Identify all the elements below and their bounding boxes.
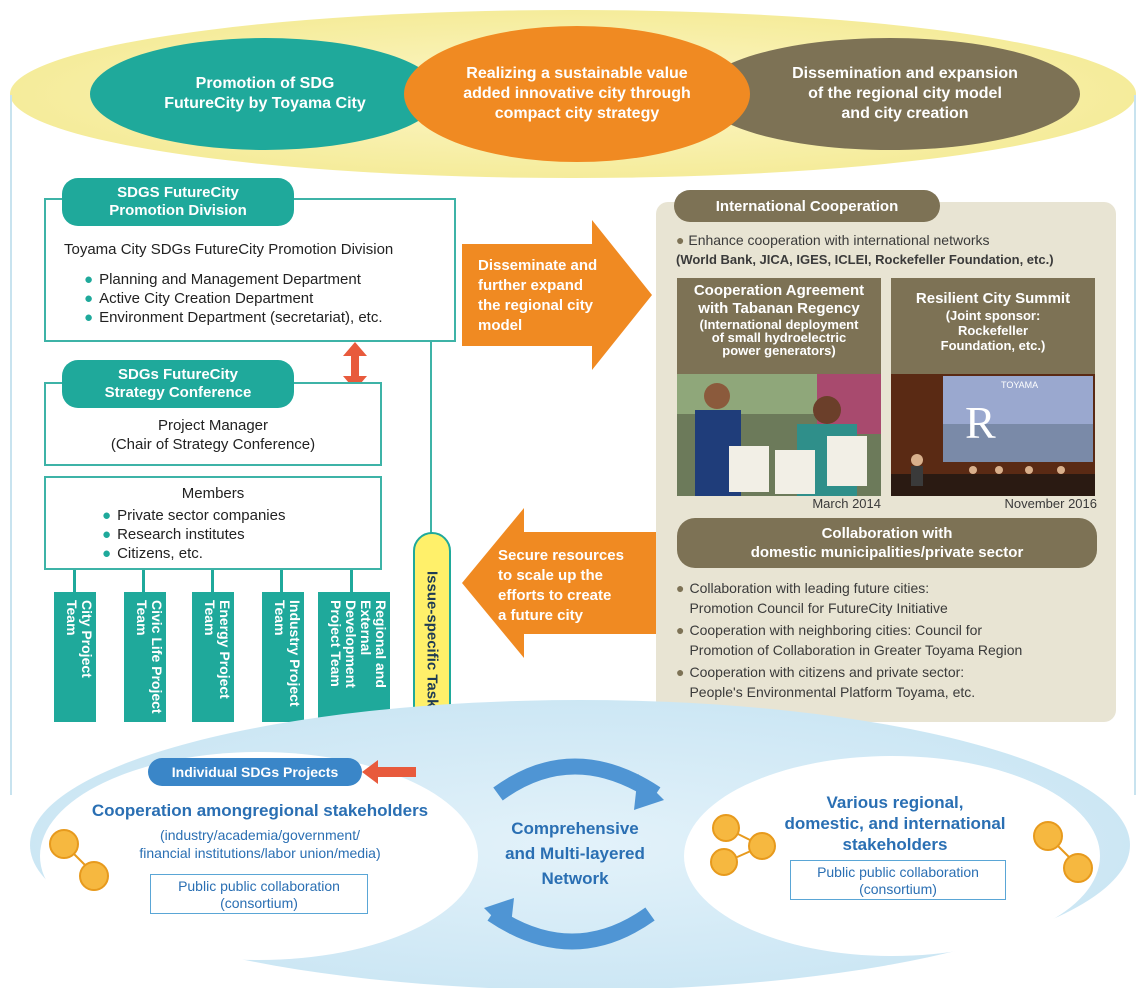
division-item: ●Environment Department (secretariat), e… bbox=[84, 309, 383, 326]
international-sub: (World Bank, JICA, IGES, ICLEI, Rockefel… bbox=[676, 252, 1054, 267]
domestic-header: Collaboration with domestic municipaliti… bbox=[677, 518, 1097, 568]
division-item: ●Active City Creation Department bbox=[84, 290, 314, 307]
conference-box: Project Manager (Chair of Strategy Confe… bbox=[44, 382, 382, 466]
frame-right-line bbox=[1134, 95, 1136, 795]
division-list: ●Planning and Management Department ●Act… bbox=[84, 270, 454, 327]
card-resilient-date: November 2016 bbox=[1004, 496, 1098, 511]
card-tabanan-title: Cooperation Agreement with Tabanan Regen… bbox=[693, 282, 865, 317]
right-consortium-box: Public public collaboration (consortium) bbox=[790, 860, 1006, 900]
card-resilient: Resilient City Summit (Joint sponsor: Ro… bbox=[891, 278, 1095, 374]
photo-banner-text: TOYAMA bbox=[1001, 380, 1038, 390]
card-resilient-title: Resilient City Summit bbox=[915, 290, 1071, 307]
card-resilient-sub: (Joint sponsor: Rockefeller Foundation, … bbox=[940, 308, 1046, 353]
arrow-left-shape bbox=[462, 508, 656, 658]
left-stakeholder-oval bbox=[40, 752, 478, 960]
members-box: Members ●Private sector companies ●Resea… bbox=[44, 476, 382, 570]
team-connector bbox=[73, 570, 76, 594]
oval-dissemination: Dissemination and expansion of the regio… bbox=[700, 38, 1080, 150]
team-connector bbox=[350, 570, 353, 594]
members-item: ●Research institutes bbox=[102, 526, 245, 543]
team-connector bbox=[280, 570, 283, 594]
team-city: City Project Team bbox=[54, 592, 96, 722]
frame-left-line bbox=[10, 95, 12, 795]
members-item: ●Citizens, etc. bbox=[102, 545, 203, 562]
projects-arrow-icon bbox=[362, 760, 416, 784]
oval-promotion-label: Promotion of SDG FutureCity by Toyama Ci… bbox=[164, 75, 366, 112]
oval-realizing: Realizing a sustainable value added inno… bbox=[404, 26, 750, 162]
team-civic-life: Civic Life Project Team bbox=[124, 592, 166, 722]
international-bullet: ● Enhance cooperation with international… bbox=[676, 232, 990, 248]
division-title: Toyama City SDGs FutureCity Promotion Di… bbox=[64, 241, 394, 258]
photo-resilient-summit: R TOYAMA bbox=[891, 374, 1095, 496]
members-item: ●Private sector companies bbox=[102, 507, 286, 524]
card-tabanan-date: March 2014 bbox=[812, 496, 881, 511]
photo-agreement-signing bbox=[677, 374, 881, 496]
oval-realizing-label: Realizing a sustainable value added inno… bbox=[463, 65, 691, 122]
members-list: ●Private sector companies ●Research inst… bbox=[102, 506, 382, 563]
team-energy: Energy Project Team bbox=[192, 592, 234, 722]
left-stakeholder-sub: (industry/academia/government/ financial… bbox=[139, 827, 381, 861]
domestic-list: ●Collaboration with leading future citie… bbox=[676, 578, 1112, 702]
team-regional-external: Regional and External Development Projec… bbox=[318, 592, 390, 722]
international-header: International Cooperation bbox=[674, 190, 940, 222]
team-connector bbox=[142, 570, 145, 594]
oval-dissemination-label: Dissemination and expansion of the regio… bbox=[792, 65, 1018, 122]
domestic-item: ●Cooperation with citizens and private s… bbox=[676, 664, 976, 700]
network-nodes-icon bbox=[1033, 821, 1093, 883]
arrow-right-shape bbox=[462, 220, 652, 370]
card-tabanan: Cooperation Agreement with Tabanan Regen… bbox=[677, 278, 881, 374]
double-arrow-icon bbox=[343, 342, 367, 390]
project-manager: Project Manager (Chair of Strategy Confe… bbox=[110, 417, 316, 453]
arrow-left-label: Secure resources to scale up the efforts… bbox=[498, 547, 624, 624]
task-force-line bbox=[430, 342, 432, 542]
team-connector bbox=[211, 570, 214, 594]
domestic-item: ●Cooperation with neighboring cities: Co… bbox=[676, 622, 1023, 658]
domestic-item: ●Collaboration with leading future citie… bbox=[676, 580, 948, 616]
right-stakeholder-title: Various regional, domestic, and internat… bbox=[784, 793, 1006, 854]
team-industry: Industry Project Team bbox=[262, 592, 304, 722]
card-tabanan-sub: (International deployment of small hydro… bbox=[699, 317, 859, 358]
division-header: SDGS FutureCity Promotion Division bbox=[62, 178, 294, 226]
left-stakeholder-title: Cooperation amongregional stakeholders bbox=[91, 801, 429, 820]
individual-projects-label: Individual SDGs Projects bbox=[148, 758, 362, 786]
network-nodes-icon bbox=[49, 829, 109, 891]
members-title: Members bbox=[181, 485, 245, 502]
svg-text:R: R bbox=[965, 397, 996, 448]
left-consortium-box: Public public collaboration (consortium) bbox=[150, 874, 368, 914]
cycle-arrows-icon bbox=[484, 758, 664, 950]
network-center-label: Comprehensive and Multi-layered Network bbox=[505, 819, 645, 888]
conference-header: SDGs FutureCity Strategy Conference bbox=[62, 360, 294, 408]
arrow-right-label: Disseminate and further expand the regio… bbox=[478, 257, 598, 334]
network-nodes-icon bbox=[710, 814, 776, 876]
division-item: ●Planning and Management Department bbox=[84, 271, 361, 288]
oval-promotion: Promotion of SDG FutureCity by Toyama Ci… bbox=[90, 38, 440, 150]
